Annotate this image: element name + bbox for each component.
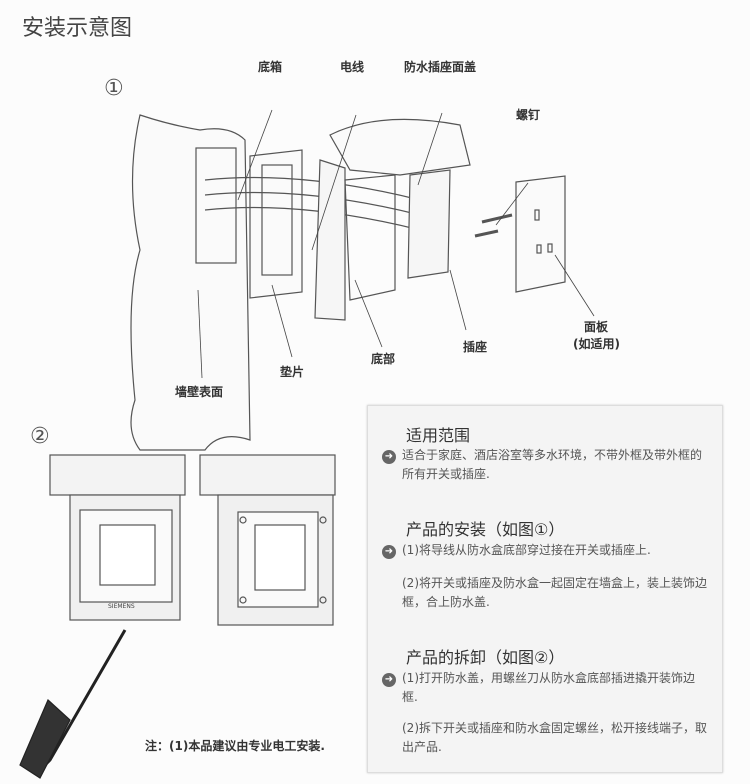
socket-drawing [407, 169, 451, 279]
label-gasket: 垫片 [280, 365, 305, 379]
panel-drawing [515, 175, 566, 293]
removal-step-2: (2)拆下开关或插座和防水盒固定螺丝，松开接线端子，取出产品. [402, 721, 708, 754]
label-cover: 防水插座面盖 [404, 60, 477, 74]
cover-drawing [329, 118, 471, 176]
label-base-box: 底箱 [258, 60, 283, 74]
scope-text: 适合于家庭、酒店浴室等多水环境，不带外框及带外框的所有开关或插座. [402, 448, 703, 481]
brand-logo: SIEMENS [108, 603, 135, 610]
label-screw: 螺钉 [516, 108, 541, 122]
install-step-1: (1)将导线从防水盒底部穿过接在开关或插座上. [402, 543, 651, 557]
page-title: 安装示意图 [22, 16, 133, 41]
label-wall: 墙壁表面 [175, 385, 224, 399]
section-heading-scope: 适用范围 [406, 426, 471, 445]
label-wire: 电线 [340, 60, 365, 74]
arrow-right-icon: ➜ [382, 545, 396, 559]
removal-step-1: (1)打开防水盖，用螺丝刀从防水盒底部插进撬开装饰边框. [402, 671, 696, 704]
arrow-right-icon: ➜ [382, 673, 396, 687]
label-panel-note: (如适用) [573, 337, 620, 351]
section-heading-removal: 产品的拆卸（如图②） [406, 648, 565, 667]
label-panel: 面板 [584, 320, 609, 334]
arrow-right-icon: ➜ [382, 450, 396, 464]
base-box-drawing [195, 147, 237, 264]
label-socket: 插座 [463, 340, 488, 354]
gasket-drawing [249, 149, 303, 299]
figure2-marker: ② [30, 424, 50, 449]
install-note: 注：(1)本品建议由专业电工安装. [145, 739, 325, 753]
section-heading-install: 产品的安装（如图①） [406, 520, 565, 539]
wall-drawing [130, 114, 251, 451]
wires-drawing [204, 176, 421, 231]
figure1-marker: ① [104, 76, 124, 101]
screw-drawing [474, 213, 513, 238]
open-cover-box-drawing [199, 454, 336, 626]
closed-cover-box-drawing [19, 454, 186, 779]
info-panel: 适用范围 ➜ 适合于家庭、酒店浴室等多水环境，不带外框及带外框的所有开关或插座.… [367, 405, 723, 773]
install-step-2: (2)将开关或插座及防水盒一起固定在墙盒上，装上装饰边框，合上防水盖. [402, 576, 708, 609]
label-bottom: 底部 [371, 352, 396, 366]
